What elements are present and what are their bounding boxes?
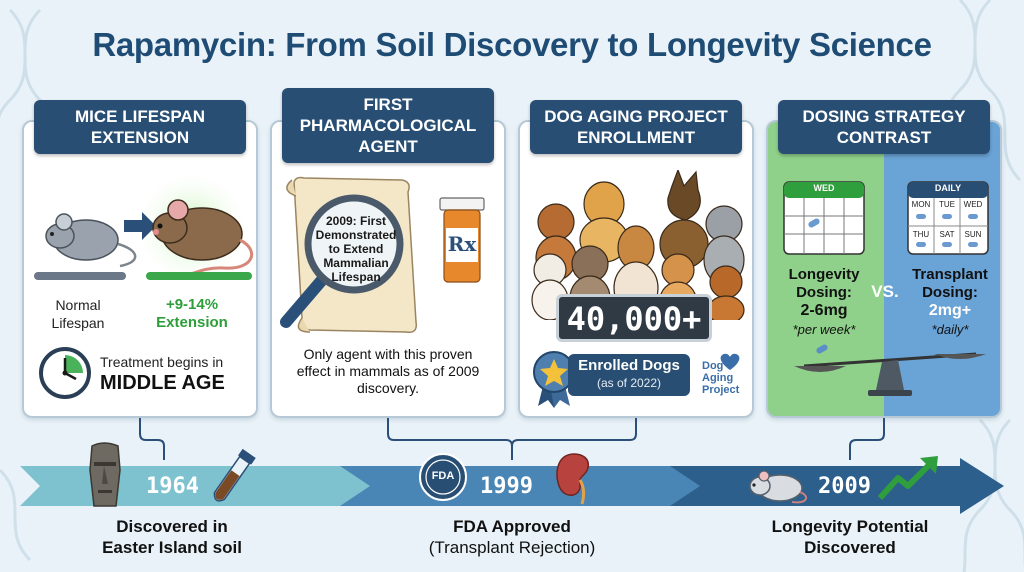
- extension-label: Extension: [156, 314, 228, 331]
- weekly-calendar-icon: [783, 181, 865, 255]
- rx-label: Rx: [447, 232, 477, 256]
- transplant-dosing-line1: Transplant: [912, 266, 988, 283]
- treatment-text: Treatment begins in: [100, 354, 224, 370]
- calendar-day-wed: WED: [963, 200, 983, 209]
- trend-up-arrow-icon: [877, 456, 938, 501]
- longevity-dosing-frequency: *per week*: [792, 322, 856, 337]
- page-title: Rapamycin: From Soil Discovery to Longev…: [92, 26, 932, 63]
- dog-aging-logo-line3: Project: [702, 384, 740, 396]
- normal-lifespan-bar: [34, 272, 126, 280]
- daily-calendar-icon: [907, 181, 989, 255]
- extended-lifespan-bar: [146, 272, 252, 280]
- timeline-label-1964-line1: Discovered in: [116, 517, 228, 536]
- mice-comparison-illustration: [34, 170, 253, 280]
- fda-seal-icon: [419, 453, 467, 501]
- weekly-calendar-label: WED: [813, 183, 835, 193]
- dogs-panel-heading: DOG AGING PROJECT ENROLLMENT: [530, 100, 742, 154]
- dosing-panel-heading: DOSING STRATEGY CONTRAST: [778, 100, 990, 154]
- mixed-breed-icon: [707, 265, 745, 320]
- dogs-group-illustration: [531, 170, 745, 320]
- transplant-dosing-amount: 2mg+: [928, 302, 972, 319]
- award-ribbon-icon: [533, 351, 575, 408]
- kidney-icon: [556, 453, 590, 505]
- mice-panel-heading: MICE LIFESPAN EXTENSION: [34, 100, 246, 154]
- treatment-emphasis: MIDDLE AGE: [100, 372, 225, 394]
- moai-statue-icon: [89, 442, 121, 507]
- enrolled-date: (as of 2022): [596, 376, 662, 390]
- calendar-day-sat: SAT: [939, 230, 955, 239]
- pill-bottle-icon: [439, 197, 485, 283]
- clock-icon: [39, 347, 91, 399]
- longevity-dosing-line1: Longevity: [788, 266, 860, 283]
- calendar-day-thu: THU: [912, 230, 930, 239]
- dog-aging-logo-line2: Aging: [702, 372, 734, 384]
- transplant-dosing-line2: Dosing:: [922, 284, 978, 301]
- transplant-dosing-frequency: *daily*: [931, 322, 969, 337]
- normal-lifespan-label: Normal Lifespan: [51, 297, 105, 331]
- dog-aging-project-heart-icon: [720, 353, 740, 370]
- scroll-and-magnifier-illustration: [280, 176, 485, 334]
- calendars-illustration: [783, 181, 989, 255]
- calendar-day-sun: SUN: [964, 230, 982, 239]
- mouse-timeline-icon: [749, 470, 808, 504]
- versus-label: VS.: [871, 282, 899, 301]
- enrolled-label-box: [568, 354, 690, 396]
- dog-aging-logo-line1: Dog: [702, 360, 724, 372]
- enrolled-count: 40,000+: [556, 294, 712, 342]
- magnifier-text: 2009: First Demonstrated to Extend Mamma…: [315, 214, 397, 284]
- balance-scale-icon: [794, 344, 986, 396]
- agent-caption: Only agent with this proven effect in ma…: [296, 346, 480, 396]
- timeline-label-1999-line2: (Transplant Rejection): [428, 538, 596, 557]
- test-tube-icon: [213, 448, 256, 502]
- longevity-dosing-line2: Dosing:: [796, 284, 852, 301]
- longevity-dosing-amount: 2-6mg: [800, 302, 848, 319]
- agent-panel-heading: FIRST PHARMACOLOGICAL AGENT: [282, 88, 494, 163]
- arrow-right-icon: [124, 212, 156, 240]
- timeline-year-1964: 1964: [146, 474, 199, 499]
- normal-mouse-icon: [45, 213, 137, 268]
- extension-value: +9-14%: [165, 296, 219, 313]
- timeline-label-2009-line1: Longevity Potential: [771, 517, 929, 536]
- german-shepherd-icon: [659, 170, 709, 269]
- timeline-year-1999: 1999: [480, 474, 533, 499]
- timeline-year-2009: 2009: [818, 474, 871, 499]
- calendar-day-tue: TUE: [939, 200, 955, 209]
- daily-calendar-label: DAILY: [934, 183, 962, 193]
- timeline-label-1999-line1: FDA Approved: [453, 517, 571, 536]
- calendar-day-mon: MON: [911, 200, 931, 209]
- timeline-label-2009-line2: Discovered: [804, 538, 896, 557]
- timeline-label-1964-line2: Easter Island soil: [102, 538, 242, 557]
- timeline-connectors: [139, 418, 885, 460]
- extended-mouse-icon: [152, 199, 253, 278]
- fda-seal-label: FDA: [431, 470, 455, 482]
- magnifying-glass-icon: [280, 194, 404, 328]
- enrolled-label: Enrolled Dogs: [578, 357, 680, 374]
